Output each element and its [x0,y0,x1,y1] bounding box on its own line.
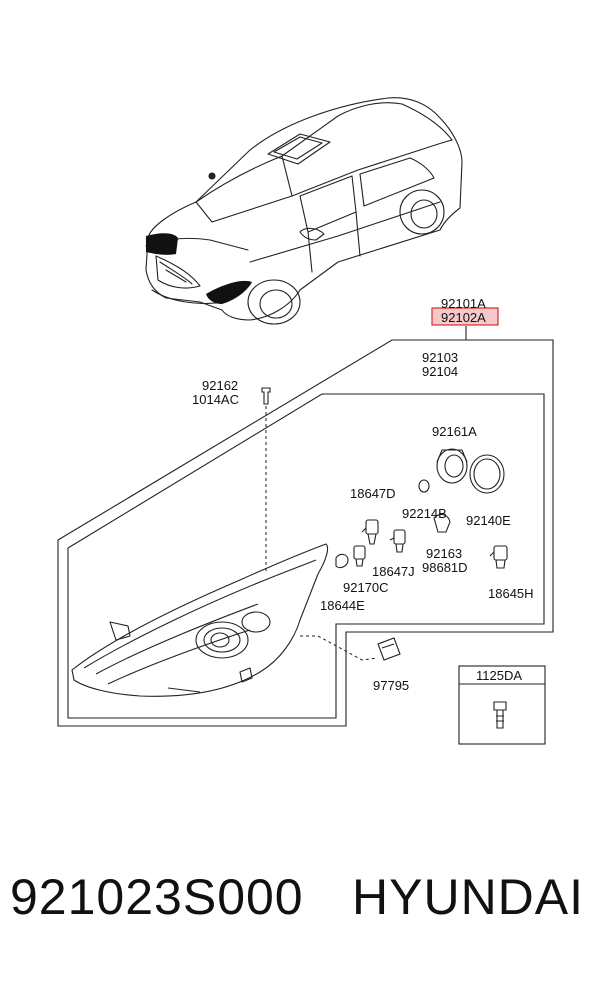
label-cap-large: 92161A [432,424,477,439]
screw-part [261,387,271,405]
label-bulb-h: 18645H [488,586,534,601]
label-socket-a: 92163 [426,546,462,561]
label-bulb-e: 18644E [320,598,365,613]
brand-caption: HYUNDAI [352,869,585,925]
small-parts [261,387,508,729]
large-cap-part [436,448,468,484]
label-ring: 92140E [466,513,511,528]
headlamp-illustration [71,543,329,697]
bulb-h-part [489,545,508,569]
socket-part [433,513,451,533]
label-housing-b: 92104 [422,364,458,379]
bulb-j-part [389,529,406,553]
selected-part-highlight [431,307,499,326]
label-assembly-a: 92101A [441,296,486,311]
small-cap-part [418,479,430,493]
label-bulb-d: 18647D [350,486,396,501]
assembly-frames [57,326,554,745]
car-illustration [145,97,463,325]
label-socket-b: 98681D [422,560,468,575]
bulb-e-part [335,553,349,569]
right-headlamp-highlight [206,280,252,304]
bolt-part [493,701,507,729]
label-screw-b: 1014AC [192,392,239,407]
bulb-c-part [353,545,366,567]
label-actuator: 97795 [373,678,409,693]
bulb-d-part [361,519,379,545]
label-assembly-b: 92102A [441,310,486,325]
ring-part [469,454,505,494]
label-housing-a: 92103 [422,350,458,365]
part-number-caption: 921023S000 [10,869,304,925]
label-cap-small: 92214B [402,506,447,521]
left-headlamp-highlight [146,233,178,255]
label-bulb-j: 18647J [372,564,415,579]
callout-labels: 92101A 92102A 92103 92104 92162 1014AC 9… [192,296,534,693]
label-screw-a: 92162 [202,378,238,393]
label-bulb-c: 92170C [343,580,389,595]
actuator-part [377,637,401,661]
leader-lines [265,400,379,661]
label-bolt: 1125DA [476,668,522,683]
